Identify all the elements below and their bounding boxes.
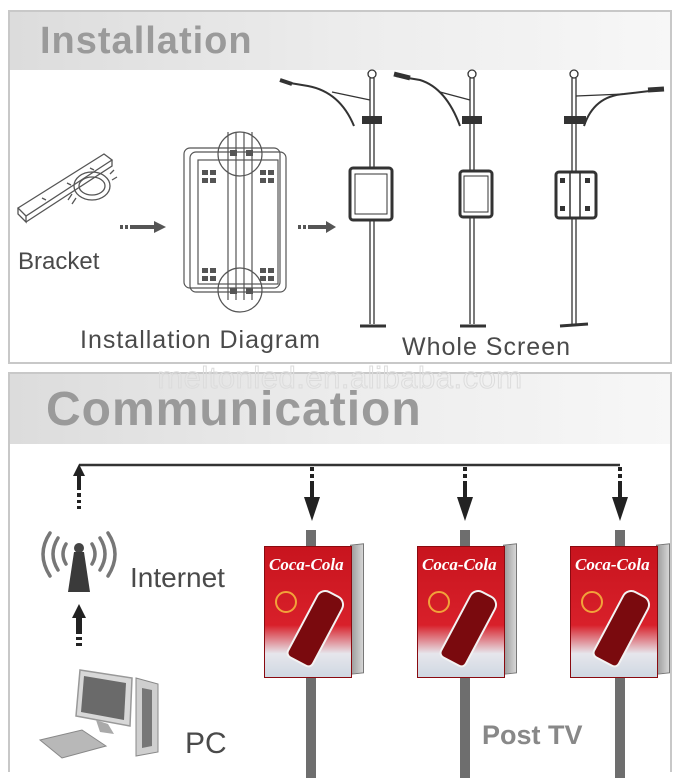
internet-label: Internet xyxy=(130,562,225,593)
bracket-icon xyxy=(16,153,118,224)
post-tv-unit-3: Coca-Cola xyxy=(568,530,678,778)
watermark-text: meltonled.en.alibaba.com xyxy=(157,360,523,396)
communication-title: Communication xyxy=(46,383,422,436)
pc-label: PC xyxy=(185,727,227,760)
decor-circle xyxy=(428,591,450,613)
decor-circle xyxy=(581,591,603,613)
screen-side-panel xyxy=(350,543,364,675)
brand-logo-text: Coca-Cola xyxy=(575,555,650,574)
wireless-tower-icon xyxy=(41,531,117,592)
coca-cola-screen: Coca-Cola xyxy=(417,546,505,678)
screen-side-panel xyxy=(656,543,670,675)
post-tv-unit-2: Coca-Cola xyxy=(415,530,525,778)
dotted-arrow-icon xyxy=(298,221,336,233)
bracket-label: Bracket xyxy=(18,248,100,275)
coca-cola-screen: Coca-Cola xyxy=(570,546,658,678)
pole-side-view-icon xyxy=(393,69,494,328)
post-tv-label: Post TV xyxy=(482,720,583,750)
brand-logo-text: Coca-Cola xyxy=(422,555,497,574)
screen-back-diagram-icon xyxy=(183,131,287,313)
communication-header xyxy=(10,374,670,444)
coca-cola-screen: Coca-Cola xyxy=(264,546,352,678)
decor-circle xyxy=(275,591,297,613)
installation-header xyxy=(10,12,670,70)
pole-front-view-icon xyxy=(279,69,394,328)
installation-diagram-label: Installation Diagram xyxy=(80,326,321,354)
dotted-arrow-icon xyxy=(120,221,166,233)
brand-logo-text: Coca-Cola xyxy=(269,555,344,574)
pole-back-view-icon xyxy=(554,69,665,328)
whole-screen-label: Whole Screen xyxy=(402,333,572,361)
post-tv-unit-1: Coca-Cola xyxy=(262,530,372,778)
screen-side-panel xyxy=(503,543,517,675)
desktop-computer-icon xyxy=(38,669,159,759)
installation-title: Installation xyxy=(40,20,253,62)
